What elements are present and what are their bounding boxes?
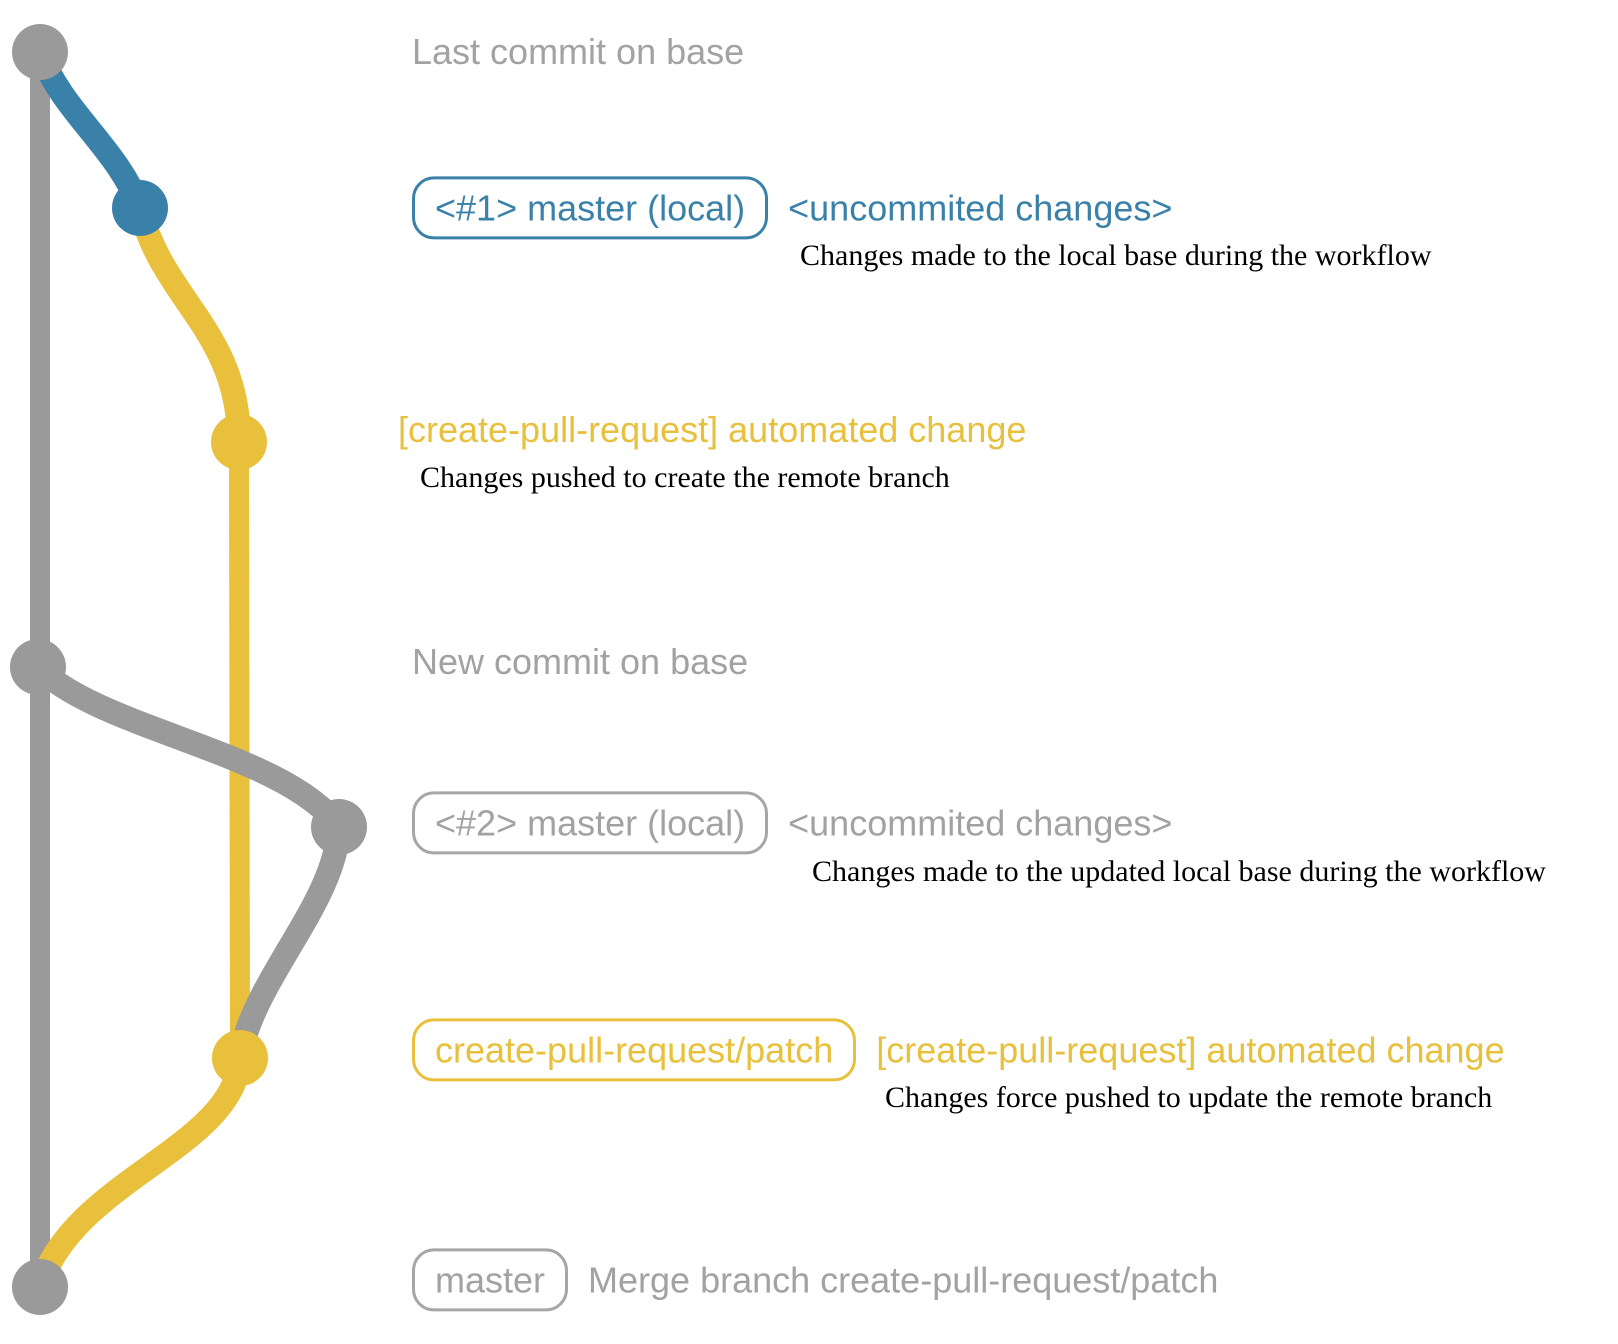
branch-badge-patch: create-pull-request/patch: [412, 1018, 857, 1082]
commit-dot-new-base: [10, 639, 66, 695]
commit-description-local-2: Changes made to the updated local base d…: [812, 855, 1546, 888]
commit-message-new-base: New commit on base: [412, 641, 749, 682]
commit-row-local-2: <#2> master (local) <uncommited changes>: [412, 791, 1173, 855]
commit-row-local-1: <#1> master (local) <uncommited changes>: [412, 176, 1173, 240]
commit-row-patch-2: create-pull-request/patch [create-pull-r…: [412, 1018, 1505, 1082]
commit-dot-patch-2: [212, 1030, 268, 1086]
commit-message-automated-2: [create-pull-request] automated change: [876, 1029, 1505, 1070]
commit-message-last-base: Last commit on base: [412, 31, 745, 72]
patch-merge-curve: [28, 1056, 252, 1291]
commit-description-patch-1: Changes pushed to create the remote bran…: [420, 461, 950, 494]
commit-row-last-base: Last commit on base: [412, 31, 744, 73]
commit-row-merge: master Merge branch create-pull-request/…: [412, 1248, 1219, 1312]
commit-dot-local-1: [112, 180, 168, 236]
commit-dot-merge: [12, 1259, 68, 1315]
commit-row-patch-1: [create-pull-request] automated change: [398, 409, 1026, 451]
branch-badge-master-local-2: <#2> master (local): [412, 791, 769, 855]
commit-message-uncommited-1: <uncommited changes>: [788, 187, 1173, 228]
commit-description-patch-2: Changes force pushed to update the remot…: [885, 1081, 1493, 1114]
commit-message-uncommited-2: <uncommited changes>: [788, 802, 1173, 843]
branch-badge-master: master: [412, 1248, 569, 1312]
local-changes-curve-2: [29, 658, 349, 835]
commit-message-automated-1: [create-pull-request] automated change: [398, 409, 1027, 450]
patch-branch-curve-1: [128, 205, 251, 443]
commit-row-new-base: New commit on base: [412, 641, 748, 683]
local-changes-merge-curve: [228, 825, 351, 1061]
commit-dot-patch-1: [211, 414, 267, 470]
commit-dot-local-2: [311, 799, 367, 855]
commit-description-local-1: Changes made to the local base during th…: [800, 239, 1432, 272]
commit-dot-last-base: [12, 24, 68, 80]
commit-message-merge: Merge branch create-pull-request/patch: [588, 1259, 1219, 1300]
branch-badge-master-local-1: <#1> master (local): [412, 176, 769, 240]
